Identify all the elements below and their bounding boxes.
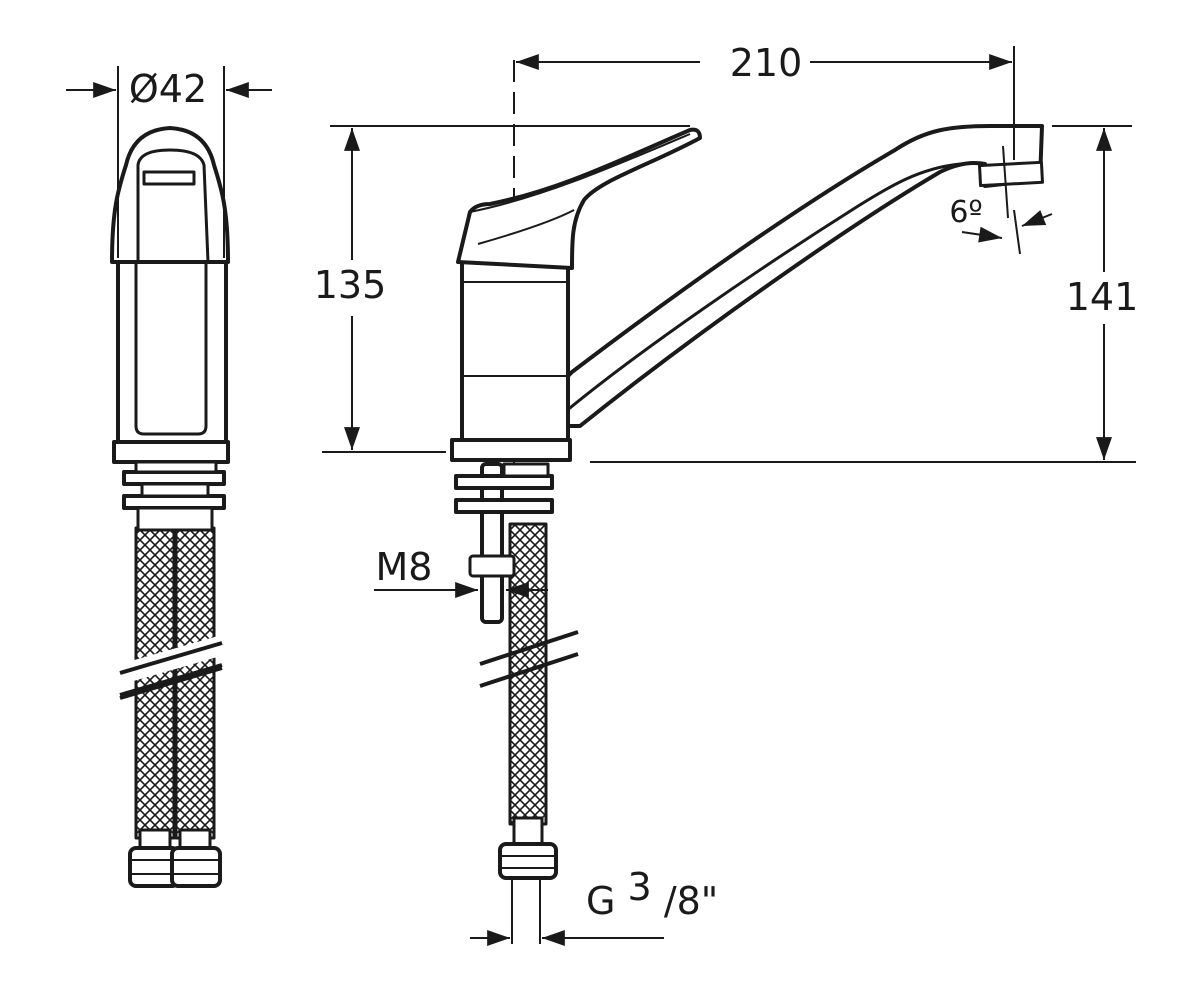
side-body bbox=[460, 260, 570, 442]
height-total-label: 141 bbox=[1066, 275, 1139, 319]
front-washer-top bbox=[122, 470, 226, 486]
front-base bbox=[112, 440, 230, 464]
front-hoses bbox=[108, 526, 230, 888]
dim-height-total bbox=[590, 125, 1136, 463]
height-body-label: 135 bbox=[314, 263, 387, 307]
dim-angle bbox=[961, 145, 1053, 255]
dim-hose-connection bbox=[470, 880, 664, 946]
dim-length bbox=[516, 46, 1015, 160]
side-lever bbox=[456, 127, 702, 270]
hose-connection-label: G 3 /8" bbox=[586, 865, 718, 923]
side-hose bbox=[508, 522, 548, 826]
hose-connection-sup: 3 bbox=[628, 865, 652, 909]
front-lever bbox=[110, 126, 230, 264]
dim-height-body bbox=[322, 125, 690, 453]
side-base bbox=[450, 438, 572, 462]
hose-connection-g: G bbox=[586, 879, 615, 923]
rod-nut bbox=[468, 554, 516, 578]
dim-diameter bbox=[66, 66, 272, 258]
side-washer-bottom bbox=[454, 498, 554, 514]
front-body bbox=[116, 260, 228, 444]
spout bbox=[549, 124, 1044, 428]
side-view bbox=[450, 124, 1044, 880]
front-washer-bottom bbox=[122, 494, 226, 510]
length-label: 210 bbox=[730, 41, 803, 85]
hose-connection-rest: /8" bbox=[664, 879, 718, 923]
side-washer-top bbox=[454, 474, 554, 490]
thread-label: M8 bbox=[376, 545, 433, 589]
diameter-label: Ø42 bbox=[129, 67, 207, 111]
angle-label: 6º bbox=[949, 195, 982, 230]
side-hex-nut bbox=[498, 842, 558, 880]
front-view bbox=[108, 126, 230, 888]
